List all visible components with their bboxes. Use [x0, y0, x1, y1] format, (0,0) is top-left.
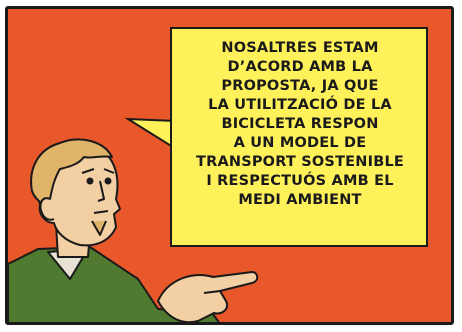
speech-bubble: NOSALTRES ESTAM D’ACORD AMB LA PROPOSTA,…	[170, 27, 428, 247]
character-eyebrow-left	[81, 168, 95, 174]
comic-scene	[8, 117, 259, 322]
character-pointing-hand	[157, 271, 259, 322]
character-nose	[97, 180, 105, 202]
speech-bubble-tail	[124, 117, 177, 151]
character-mouth	[93, 210, 109, 214]
character-ear	[39, 197, 55, 221]
character-eye-left	[86, 177, 94, 185]
speech-bubble-text: NOSALTRES ESTAM D’ACORD AMB LA PROPOSTA,…	[196, 40, 404, 208]
character-eye-right	[104, 177, 112, 185]
character-eyebrow-right	[103, 168, 115, 174]
comic-panel: NOSALTRES ESTAM D’ACORD AMB LA PROPOSTA,…	[5, 6, 454, 325]
character-man	[8, 138, 259, 322]
character-goatee	[91, 220, 107, 236]
character-knuckle-line	[203, 290, 221, 294]
